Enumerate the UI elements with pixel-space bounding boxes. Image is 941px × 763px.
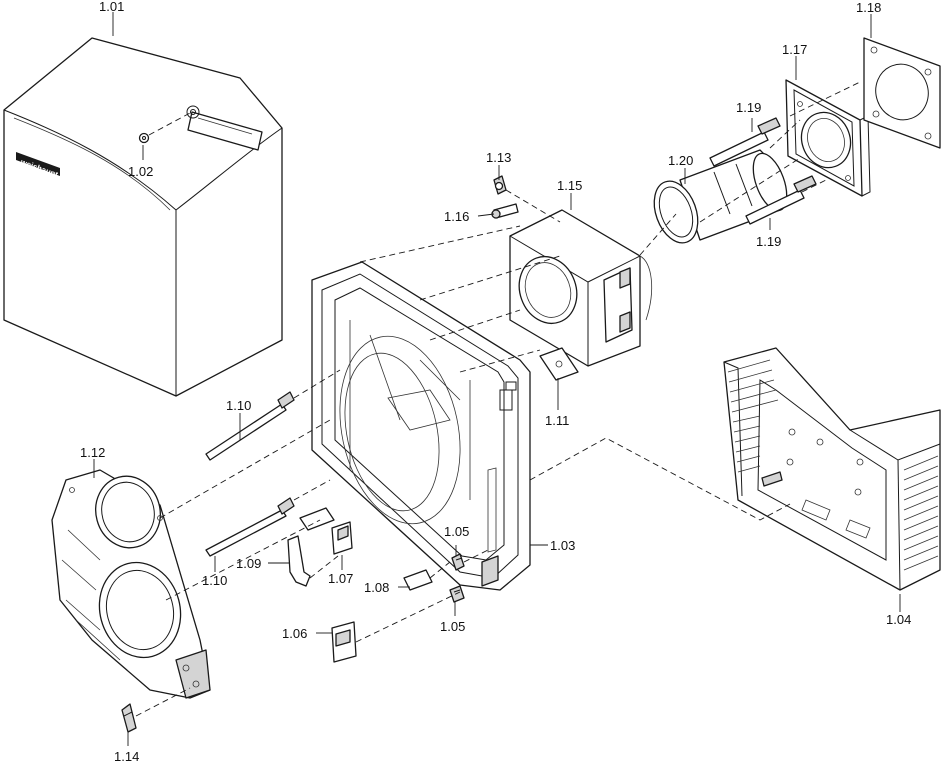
part-hinge-clip: [299, 507, 335, 531]
part-guide-rod-lower: [745, 175, 817, 225]
part-mounting-bracket: [287, 535, 311, 587]
part-connector-block: [331, 521, 353, 555]
label-1-05-lower: 1.05: [440, 619, 465, 634]
leader-lines: [93, 12, 901, 746]
part-screw-lower: [449, 585, 465, 603]
part-labels: 1.01 1.02 1.03 1.04 1.05 1.05 1.06 1.07 …: [80, 0, 911, 763]
label-1-17: 1.17: [782, 42, 807, 57]
label-1-16: 1.16: [444, 209, 469, 224]
label-1-18: 1.18: [856, 0, 881, 15]
part-threaded-rod-lower: [205, 497, 295, 557]
label-1-05-upper: 1.05: [444, 524, 469, 539]
label-1-08: 1.08: [364, 580, 389, 595]
part-fitting-clip: [491, 203, 519, 219]
part-cover-screw: [138, 112, 191, 144]
label-1-03: 1.03: [550, 538, 575, 553]
label-1-09: 1.09: [236, 556, 261, 571]
part-side-cover-plate: [51, 469, 211, 699]
part-retainer-clip: [403, 569, 433, 591]
label-1-12: 1.12: [80, 445, 105, 460]
label-1-01: 1.01: [99, 0, 124, 14]
part-screw-upper: [451, 553, 465, 571]
label-1-11: 1.11: [545, 413, 569, 428]
label-1-10-lower: 1.10: [202, 573, 227, 588]
part-air-intake-housing: [723, 347, 941, 591]
label-1-15: 1.15: [557, 178, 582, 193]
part-cover-hood: weishaupt: [3, 37, 283, 397]
label-1-20: 1.20: [668, 153, 693, 168]
part-guide-rod-upper: [709, 117, 781, 167]
label-1-19-lower: 1.19: [756, 234, 781, 249]
part-latch-clip: [121, 703, 137, 733]
part-flange-gasket: [863, 37, 941, 149]
part-fitting-elbow: [493, 175, 507, 195]
label-1-06: 1.06: [282, 626, 307, 641]
label-1-19-upper: 1.19: [736, 100, 761, 115]
label-1-07: 1.07: [328, 571, 353, 586]
label-1-10-upper: 1.10: [226, 398, 251, 413]
part-threaded-rod-upper: [205, 391, 295, 461]
part-flange-plate: [785, 79, 871, 197]
part-housing-frame: [311, 261, 531, 591]
part-fan-housing: [509, 209, 652, 367]
label-1-04: 1.04: [886, 612, 911, 627]
label-1-14: 1.14: [114, 749, 139, 763]
part-gasket-plate: [539, 347, 579, 381]
part-latch-block: [331, 621, 357, 663]
assembly-lines: [135, 81, 861, 717]
label-1-13: 1.13: [486, 150, 511, 165]
label-1-02: 1.02: [128, 164, 153, 179]
